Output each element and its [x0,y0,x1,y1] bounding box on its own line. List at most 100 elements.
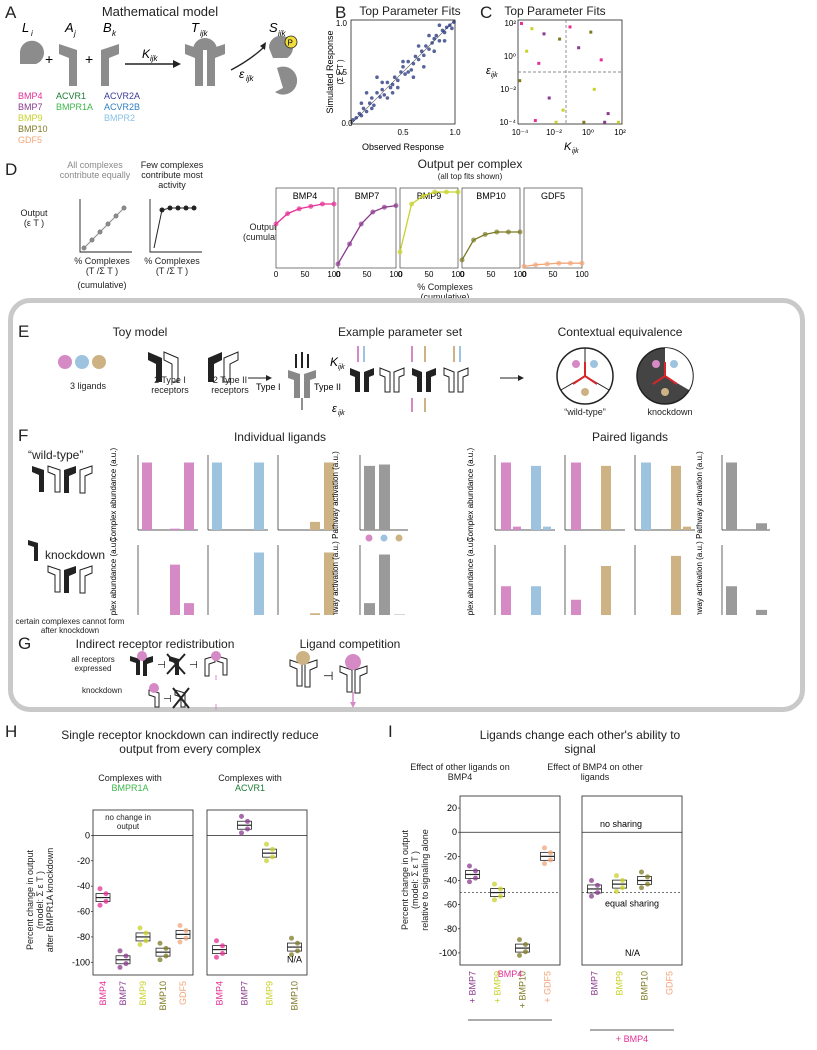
x-tick-label: + GDF5 [543,971,553,1003]
y-tick-label: -60 [77,907,90,917]
d-subplot-title: BMP10 [476,191,506,201]
d-xtick: 100 [513,270,527,279]
f-bar [683,526,691,530]
d-xtick: 0 [398,270,403,279]
svg-text:+: + [85,51,93,67]
b-point [427,33,431,38]
svg-text:Type I: Type I [256,382,281,392]
data-point [589,878,594,883]
svg-text:⊣: ⊣ [163,694,172,705]
svg-text:i: i [31,29,33,38]
f-bar [184,603,194,615]
f-pathway-bar [726,462,737,530]
d-point [273,221,279,227]
x-tick-label: + BMP10 [518,971,528,1008]
panel-label-c: C [480,3,493,22]
data-point [542,845,547,851]
c-ylabel: ε [486,65,491,77]
svg-text:T: T [191,20,200,35]
data-point [117,948,123,954]
ligand-shape [20,40,44,64]
g-kd: knockdown [82,686,123,695]
g-redist-title: Indirect receptor redistribution [75,637,235,651]
d-point [358,221,364,227]
panel-c-title: Top Parameter Fits [504,4,606,18]
d-point [556,260,562,266]
b-point [422,65,426,69]
f-bar [324,552,334,615]
box-frame [92,809,194,976]
d-subplot [461,187,521,269]
d-xtick: 0 [460,270,465,279]
data-point [97,886,103,892]
c-xlabel: K [564,141,572,153]
d-xtick: 100 [327,270,341,279]
box-frame [581,795,683,966]
type2-shape [101,44,119,86]
b-point [399,70,403,74]
data-point [639,869,644,875]
b-point [411,61,416,66]
b-point [354,115,358,120]
f-wt: “wild-type” [28,448,84,462]
data-point [473,875,478,881]
data-point [264,858,269,864]
d-point [285,211,291,217]
b-point [375,91,379,95]
d-point [409,201,415,207]
svg-text:10⁻²: 10⁻² [546,128,562,137]
b-point [370,106,374,111]
y-tick-label: -100 [439,948,457,958]
b-point [416,44,421,48]
x-tick-label: BMP7 [590,971,600,996]
data-point [137,942,143,948]
d-xlabel-cum: (cumulative) [77,280,127,290]
b-point [437,23,442,27]
svg-text:ε: ε [332,403,337,415]
f-pathway-bar [756,523,767,530]
d-point [544,261,550,267]
y-tick-label: -20 [77,856,90,866]
b-point [442,30,447,35]
f-ligand-dot [365,534,373,542]
f-bar [641,462,651,530]
type1-shape [59,44,77,86]
data-point [163,945,169,951]
i-equal-sharing: equal sharing [605,899,659,909]
f-pathway-bar [364,465,375,530]
f-pathway-bar [726,586,737,615]
i-no-sharing: no sharing [600,819,642,829]
data-point [157,940,163,946]
panel-label-b: B [335,3,347,22]
y-tick-label: 0 [452,827,457,837]
b-point [367,101,372,105]
y-tick-label: -80 [444,924,457,934]
b-point [364,91,369,95]
b-point [401,59,405,64]
b-point [396,78,400,83]
svg-text:B: B [103,20,112,35]
svg-text:10²: 10² [614,128,626,137]
panel-label-d: D [5,160,18,179]
c-point [606,112,610,116]
svg-text:K: K [330,355,339,369]
f-bar [142,462,152,530]
data-point [498,893,503,899]
e-example-title: Example parameter set [337,325,463,339]
d-point [455,189,461,195]
c-point [603,120,607,124]
d-point [308,203,314,209]
b-xtick-2: 1.0 [449,128,461,137]
data-point [645,874,650,880]
i-na: N/A [625,948,640,958]
f-pair-title: Paired ligands [591,430,669,444]
data-point [245,818,250,824]
h-na: N/A [287,954,302,964]
data-point [542,861,547,867]
d-subplot [399,187,459,269]
svg-text:S: S [269,20,278,35]
b-point [380,87,384,92]
b-point [385,96,390,100]
x-tick-label: + BMP7 [468,971,478,1003]
